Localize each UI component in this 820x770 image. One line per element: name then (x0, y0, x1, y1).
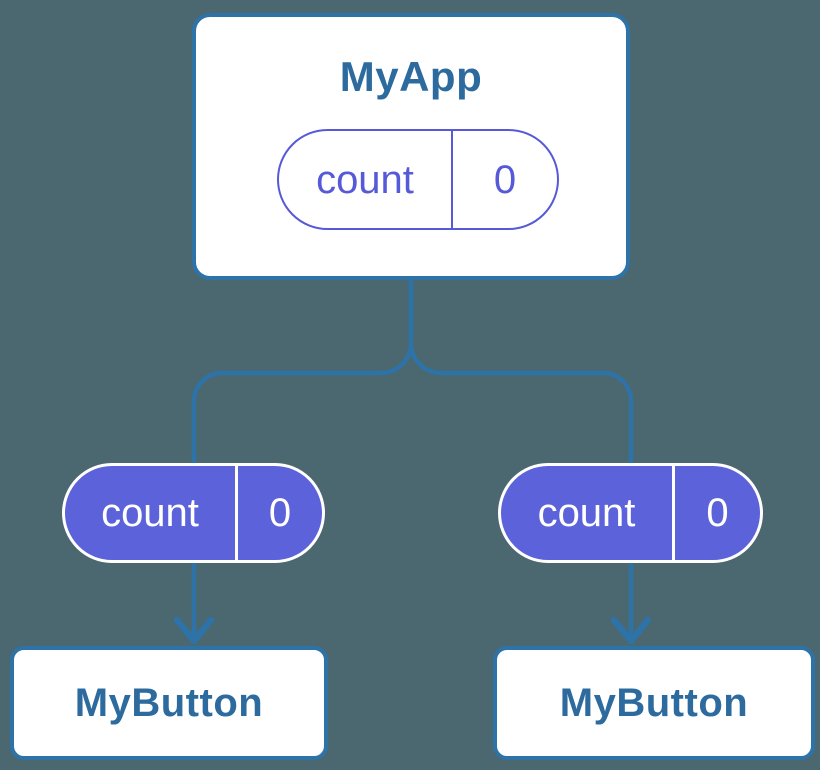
state-pill-myapp: count 0 (277, 129, 559, 230)
arrowhead-left-icon (173, 616, 215, 645)
component-card-mybutton-left: MyButton (10, 646, 328, 760)
state-pill-right-child: count 0 (498, 463, 763, 563)
component-card-mybutton-right: MyButton (493, 646, 815, 760)
state-value-label: 0 (493, 157, 517, 202)
state-key-label: count (501, 466, 675, 560)
component-title: MyApp (339, 53, 483, 100)
state-pill-left-child: count 0 (62, 463, 325, 563)
state-value-label: 0 (268, 491, 292, 535)
state-key-label: count (279, 131, 453, 228)
component-title: MyButton (559, 681, 749, 725)
component-title: MyButton (74, 681, 264, 725)
state-key-label: count (65, 466, 238, 560)
state-value-label: 0 (706, 491, 729, 535)
arrowhead-right-icon (610, 616, 652, 645)
connector-right-branch (408, 278, 634, 636)
connector-left-branch (191, 278, 414, 636)
